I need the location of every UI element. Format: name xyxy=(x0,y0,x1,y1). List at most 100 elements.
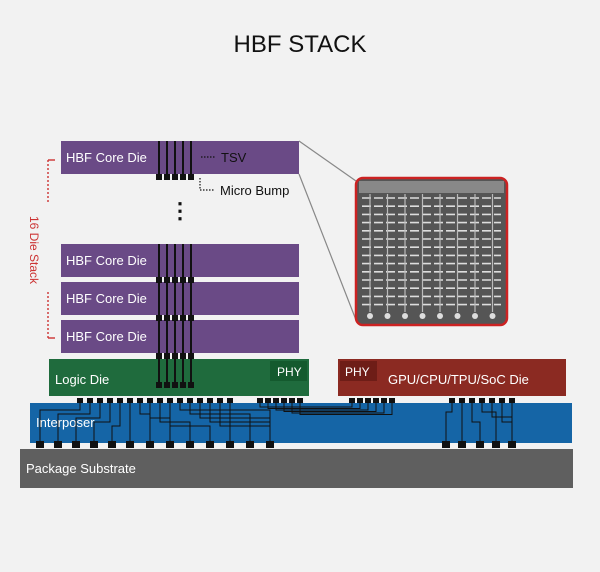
interposer-bump xyxy=(373,398,379,403)
tsv-group xyxy=(156,141,194,388)
micro-bump xyxy=(164,174,170,180)
zoom-contact xyxy=(489,313,496,319)
micro-bump xyxy=(180,353,186,359)
interposer-bump xyxy=(77,398,83,403)
interposer-trace xyxy=(111,403,121,441)
tsv-label: TSV xyxy=(221,150,247,165)
interposer-bump xyxy=(167,398,173,403)
micro-bump xyxy=(172,315,178,321)
micro-bump xyxy=(156,382,162,388)
substrate-bump xyxy=(166,441,174,448)
zoom-contact xyxy=(384,313,391,319)
phy-channel-trace xyxy=(299,403,393,415)
substrate-bump xyxy=(126,441,134,448)
interposer-bump xyxy=(177,398,183,403)
phy-channel-trace xyxy=(283,403,377,412)
interposer-bump xyxy=(87,398,93,403)
substrate-bump xyxy=(36,441,44,448)
substrate-bump xyxy=(90,441,98,448)
zoom-layers xyxy=(362,194,501,319)
core-die-zoom-detail xyxy=(354,176,509,327)
stack-label: 16 Die Stack xyxy=(27,216,41,285)
micro-bump xyxy=(188,174,194,180)
substrate-bump xyxy=(54,441,62,448)
interposer-routing xyxy=(36,398,516,448)
micro-bump xyxy=(164,315,170,321)
micro-bump xyxy=(172,174,178,180)
micro-bump xyxy=(180,174,186,180)
interposer-bump xyxy=(297,398,303,403)
interposer-bump xyxy=(217,398,223,403)
micro-bump xyxy=(188,315,194,321)
substrate-bump xyxy=(246,441,254,448)
phy-channel-trace xyxy=(267,403,361,409)
stack-ellipsis: ⋮ xyxy=(169,198,191,223)
interposer-bump xyxy=(187,398,193,403)
interposer-bump xyxy=(349,398,355,403)
phy-channel-trace xyxy=(291,403,385,414)
micro-bump xyxy=(180,277,186,283)
substrate-bump xyxy=(146,441,154,448)
micro-bump xyxy=(156,277,162,283)
micro-bump xyxy=(164,277,170,283)
substrate-bump xyxy=(458,441,466,448)
package-substrate: Package Substrate xyxy=(20,449,573,488)
substrate-label: Package Substrate xyxy=(26,461,136,476)
substrate-bump xyxy=(206,441,214,448)
core-die-3: HBF Core Die xyxy=(61,320,299,353)
interposer-trace xyxy=(39,403,81,441)
substrate-bump xyxy=(186,441,194,448)
tsv-annotation: TSV xyxy=(201,150,247,165)
interposer-bump xyxy=(281,398,287,403)
core-die-1: HBF Core Die xyxy=(61,244,299,277)
core-die-label: HBF Core Die xyxy=(66,329,147,344)
interposer-bump xyxy=(479,398,485,403)
interposer-bump xyxy=(381,398,387,403)
micro-bump xyxy=(188,382,194,388)
micro-bump xyxy=(180,382,186,388)
interposer-bump xyxy=(489,398,495,403)
interposer-bump xyxy=(357,398,363,403)
substrate-bump xyxy=(226,441,234,448)
interposer-bump xyxy=(449,398,455,403)
soc-die-label: GPU/CPU/TPU/SoC Die xyxy=(388,372,529,387)
interposer-trace xyxy=(93,403,111,441)
interposer-trace xyxy=(229,403,271,441)
zoom-contact xyxy=(454,313,461,319)
stack-bracket: 16 Die Stack xyxy=(27,159,60,339)
micro-bump xyxy=(156,174,162,180)
phy-channel-trace xyxy=(275,403,369,411)
substrate-bump xyxy=(508,441,516,448)
interposer-trace xyxy=(139,403,151,441)
interposer-trace xyxy=(57,403,91,441)
micro-bump xyxy=(172,353,178,359)
interposer-trace xyxy=(169,403,211,441)
logic-die-label: Logic Die xyxy=(55,372,109,387)
interposer-bump xyxy=(509,398,515,403)
core-die-2: HBF Core Die xyxy=(61,282,299,315)
logic-die: Logic Die PHY xyxy=(49,359,309,396)
interposer-bump xyxy=(197,398,203,403)
interposer-label: Interposer xyxy=(36,415,95,430)
interposer-bump xyxy=(389,398,395,403)
logic-phy-label: PHY xyxy=(277,365,302,379)
micro-bump xyxy=(164,353,170,359)
interposer-trace xyxy=(471,403,481,441)
logic-phy xyxy=(270,361,307,381)
core-die-label: HBF Core Die xyxy=(66,291,147,306)
micro-bump xyxy=(156,315,162,321)
substrate-bump xyxy=(266,441,274,448)
phy-channel-trace xyxy=(259,403,353,408)
interposer-bump xyxy=(127,398,133,403)
core-die-0: HBF Core Die xyxy=(61,141,299,174)
interposer-bump xyxy=(137,398,143,403)
micro-bump xyxy=(180,315,186,321)
interposer-trace xyxy=(159,403,191,441)
interposer-bump xyxy=(499,398,505,403)
micro-bump xyxy=(188,277,194,283)
zoom-callout-lines xyxy=(298,140,357,321)
micro-bump xyxy=(188,353,194,359)
soc-die: PHY GPU/CPU/TPU/SoC Die xyxy=(338,359,566,396)
zoom-contact xyxy=(419,313,426,319)
